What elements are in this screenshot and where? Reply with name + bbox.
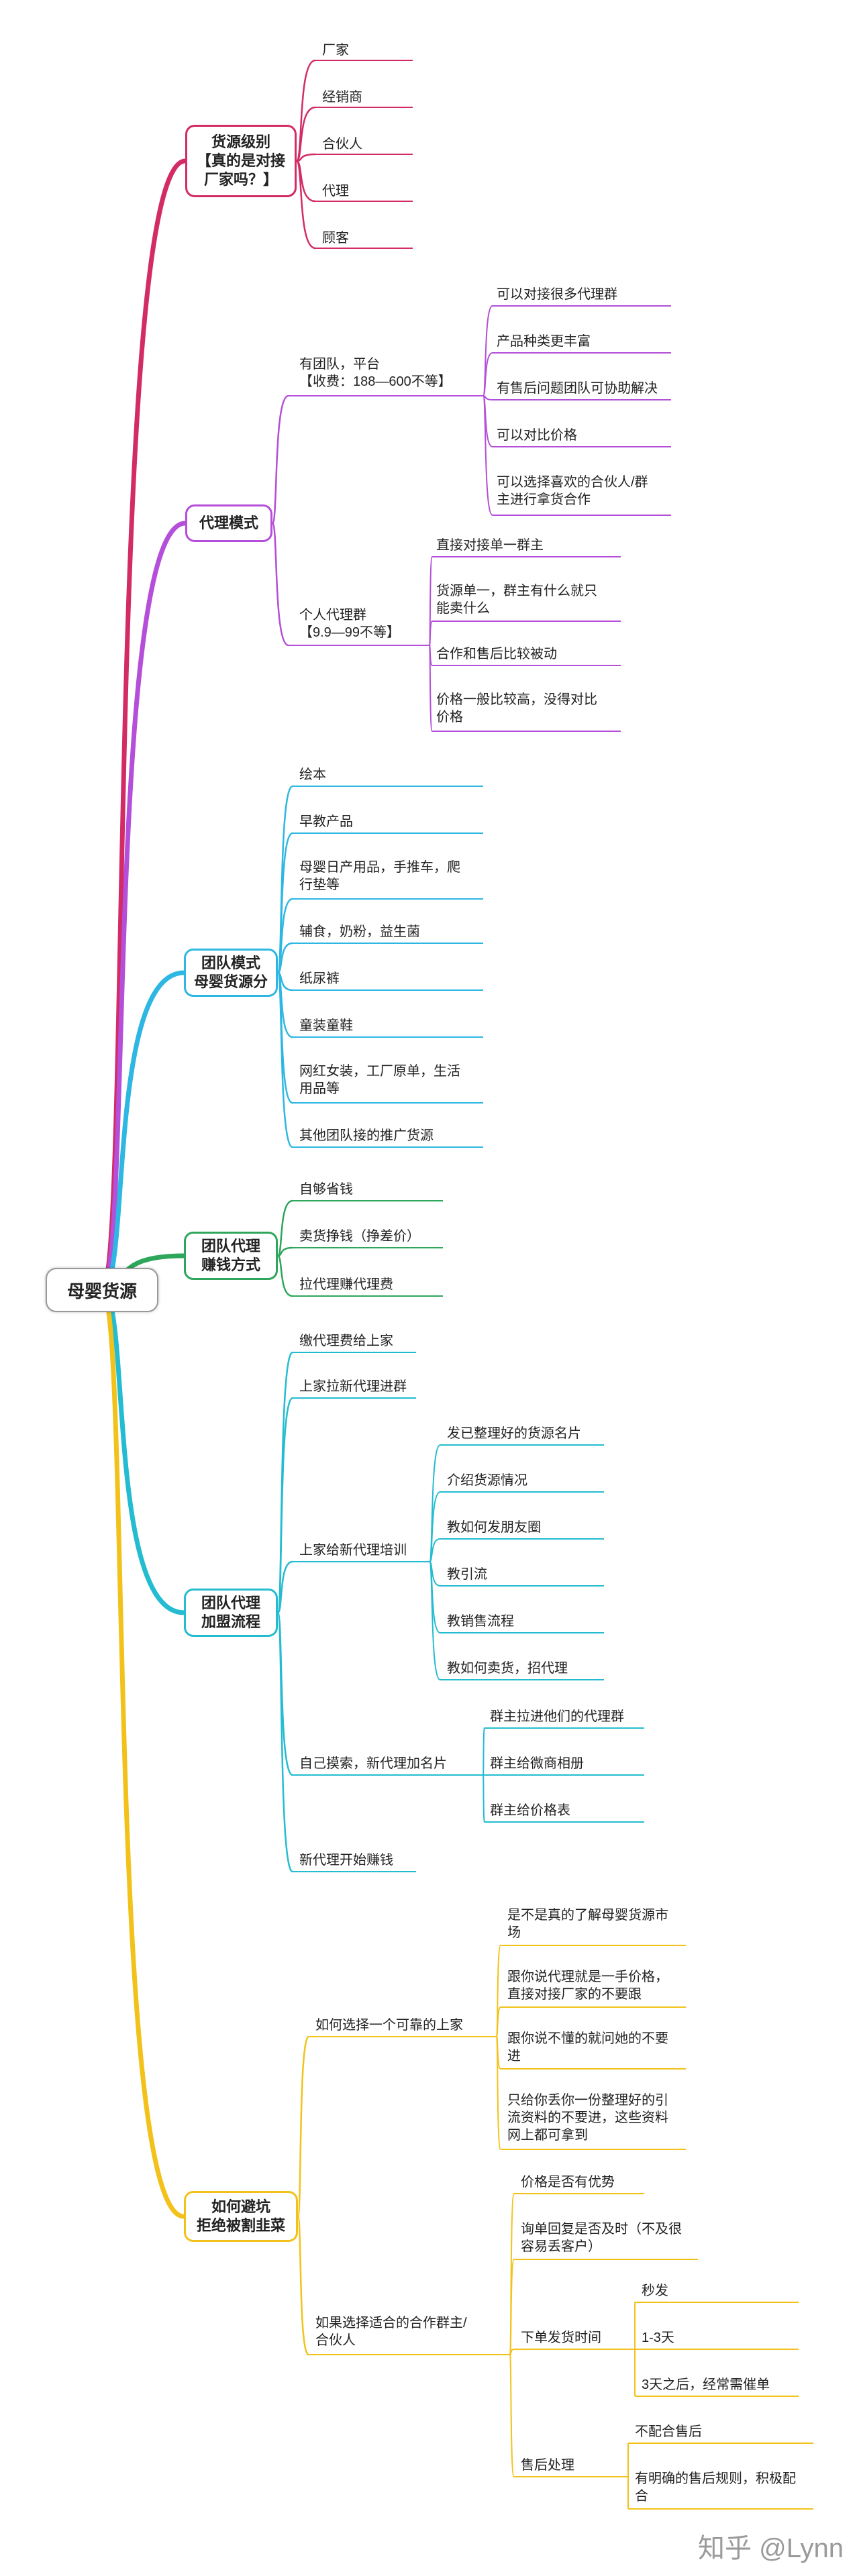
group-choose-partner[interactable]: 如果选择适合的合作群主/ 合伙人 [315,2316,467,2348]
leaf-sell-goods[interactable]: 卖货挣钱（挣差价） [299,1229,420,1244]
leaf-instant[interactable]: 秒发 [642,2284,668,2298]
leaf-price-advantage[interactable]: 价格是否有优势 [521,2175,615,2190]
connector-line [483,1774,485,1823]
connector-line [297,2035,310,2218]
branch-avoid-traps[interactable]: 如何避坑 拒绝被割韭菜 [184,2191,298,2242]
connector-line [276,1254,293,1297]
connector-line [277,942,293,974]
leaf-other-sources[interactable]: 其他团队接的推广货源 [299,1128,434,1143]
connector-line [276,1560,293,1614]
root-node[interactable]: 母婴货源 [46,1268,158,1312]
group-team-platform[interactable]: 有团队，平台 【收费：188—600不等】 [299,357,452,389]
connector-line [429,621,433,646]
leaf-distributor[interactable]: 经销商 [322,90,362,105]
leaf-owner-group[interactable]: 群主拉进他们的代理群 [490,1709,624,1724]
connector-line [101,521,186,1293]
leaf-no-cooperation[interactable]: 不配合售后 [635,2424,702,2439]
leaf-passive-service[interactable]: 合作和售后比较被动 [436,647,557,661]
leaf-daily-products[interactable]: 母婴日产用品，手推车，爬 行垫等 [299,860,460,892]
leaf-fashion[interactable]: 网红女装，工厂原单，生活 用品等 [299,1064,460,1096]
leaf-diapers[interactable]: 纸尿裤 [299,971,340,986]
connector-line [509,2259,515,2355]
group-personal-agent[interactable]: 个人代理群 【9.9—99不等】 [299,608,401,640]
leaf-early-education[interactable]: 早教产品 [299,814,353,829]
leaf-recruit-agents[interactable]: 拉代理赚代理费 [299,1277,393,1292]
leaf-picture-books[interactable]: 绘本 [299,767,326,782]
leaf-agent[interactable]: 代理 [322,184,349,199]
connector-line [429,1561,441,1680]
leaf-choose-partner[interactable]: 可以选择喜欢的合伙人/群 主进行拿货合作 [497,475,648,507]
leaf-after-sales-help[interactable]: 有售后问题团队可协助解决 [497,381,658,396]
connector-line [271,522,289,647]
leaf-pay-fee[interactable]: 缴代理费给上家 [299,1334,393,1348]
group-reliable-upline[interactable]: 如何选择一个可靠的上家 [315,2018,463,2033]
leaf-compare-price[interactable]: 可以对比价格 [497,428,577,443]
group-training[interactable]: 上家给新代理培训 [299,1543,407,1558]
branch-agent-mode[interactable]: 代理模式 [185,504,272,542]
leaf-source-intro[interactable]: 介绍货源情况 [447,1473,527,1488]
leaf-add-to-group[interactable]: 上家拉新代理进群 [299,1379,407,1394]
leaf-customer[interactable]: 顾客 [322,231,349,246]
connector-line [483,352,493,396]
connector-line [483,1727,485,1776]
leaf-first-hand[interactable]: 跟你说代理就是一手价格， 直接对接厂家的不要跟 [507,1970,668,2002]
leaf-kids-clothes[interactable]: 童装童鞋 [299,1018,353,1033]
connector-line [276,971,294,1148]
connector-line [483,395,493,516]
connector-line [276,1611,294,1873]
branch-source-level[interactable]: 货源级别 【真的是对接 厂家吗？】 [185,125,297,197]
leaf-food-milk[interactable]: 辅食，奶粉，益生菌 [299,924,420,939]
branch-team-mode[interactable]: 团队模式 母婴货源分 [184,949,278,997]
leaf-sales-process[interactable]: 教销售流程 [447,1614,514,1629]
leaf-price-list[interactable]: 群主给价格表 [490,1803,570,1818]
leaf-ask-her[interactable]: 跟你说不懂的就问她的不要 进 [507,2031,668,2063]
leaf-single-source[interactable]: 货源单一，群主有什么就只 能卖什么 [436,584,597,616]
leaf-1-3-days[interactable]: 1-3天 [642,2330,674,2345]
leaf-more-products[interactable]: 产品种类更丰富 [497,334,591,349]
branch-earning[interactable]: 团队代理 赚钱方式 [184,1232,278,1280]
leaf-know-market[interactable]: 是不是真的了解母婴货源市 场 [507,1908,668,1940]
connector-line [276,1397,294,1614]
connector-line [295,160,316,250]
leaf-moments[interactable]: 教如何发朋友圈 [447,1520,541,1535]
leaf-save-money[interactable]: 自够省钱 [299,1182,353,1197]
leaf-source-cards[interactable]: 发已整理好的货源名片 [447,1426,581,1441]
leaf-clear-rules[interactable]: 有明确的售后规则，积极配 合 [635,2471,796,2504]
leaf-single-owner[interactable]: 直接对接单一群主 [436,538,544,553]
group-explore[interactable]: 自己摸索，新代理加名片 [299,1756,447,1771]
connector-line [509,2354,515,2477]
leaf-traffic[interactable]: 教引流 [447,1567,487,1582]
connector-line [429,1538,441,1562]
connector-line [276,1199,293,1257]
connector-line [99,1287,185,2219]
leaf-many-groups[interactable]: 可以对接很多代理群 [497,287,617,302]
leaf-reply-speed[interactable]: 询单回复是否及时（不及很 容易丢客户） [521,2222,682,2254]
connector-line [295,106,316,162]
connector-line [276,832,293,974]
group-after-sales[interactable]: 售后处理 [521,2458,574,2473]
connector-line [429,1491,441,1562]
leaf-sell-recruit[interactable]: 教如何卖货，招代理 [447,1661,568,1676]
connector-line [496,2006,501,2037]
connector-line [99,158,186,1293]
leaf-high-price[interactable]: 价格一般比较高，没得对比 价格 [436,692,597,724]
connector-line [297,2215,310,2356]
group-ship-time[interactable]: 下单发货时间 [521,2330,601,2345]
leaf-after-3-days[interactable]: 3天之后，经常需催单 [642,2377,770,2392]
watermark-text: 知乎 @Lynn [698,2534,844,2563]
connector-line [429,645,433,732]
leaf-album[interactable]: 群主给微商相册 [490,1756,584,1771]
leaf-manufacturer[interactable]: 厂家 [322,43,349,58]
connector-line [271,394,289,525]
leaf-partner[interactable]: 合伙人 [322,137,362,152]
branch-join-process[interactable]: 团队代理 加盟流程 [184,1589,278,1637]
connector-line [295,59,316,162]
leaf-materials[interactable]: 只给你丢你一份整理好的引 流资料的不要进，这些资料 网上都可拿到 [507,2093,668,2143]
leaf-start-earning[interactable]: 新代理开始赚钱 [299,1853,393,1868]
connector-line [496,2036,501,2150]
